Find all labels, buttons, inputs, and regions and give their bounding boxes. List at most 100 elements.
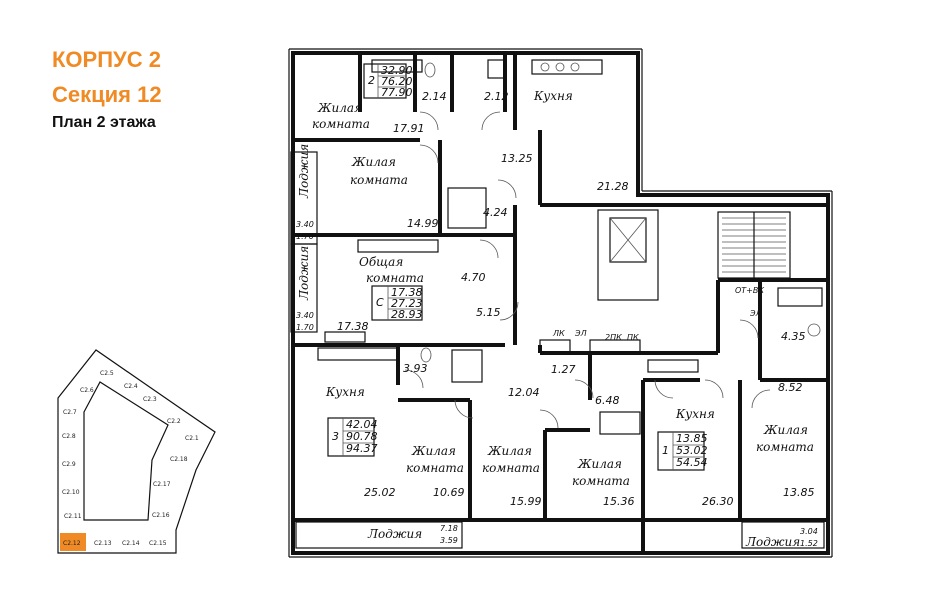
apt-4-loggia: 54.54 [676, 456, 708, 469]
key-sec-18: C2.15 [149, 540, 167, 547]
core [597, 209, 791, 301]
area-515: 5.15 [476, 306, 501, 319]
key-sec-2: C2.6 [80, 387, 94, 394]
apartment-box-1: 2 32.90 76.20 77.90 [363, 63, 413, 99]
lk-label: ЛК [552, 329, 565, 338]
key-sec-9: C2.9 [62, 461, 76, 468]
living-label-1: Жилая [317, 101, 362, 115]
apt-2-living: 17.38 [391, 286, 423, 299]
living-label-3: Жилая [411, 444, 456, 458]
interior-walls [293, 53, 828, 553]
area-435: 4.35 [781, 330, 806, 343]
apt-3-total: 90.78 [346, 430, 378, 443]
area-852: 8.52 [778, 381, 803, 394]
room-label-7: комната [756, 440, 814, 454]
building-title: КОРПУС 2 [52, 47, 161, 72]
living-label-6: Жилая [763, 423, 808, 437]
el-label: ЭЛ [574, 329, 587, 338]
living-label-5: Жилая [577, 457, 622, 471]
room-labels: Жилая комната Жилая комната Кухня Общая … [297, 89, 814, 549]
fixtures [317, 59, 823, 435]
area-1499: 14.99 [407, 217, 439, 230]
lk2-label: 2ПК [605, 333, 622, 342]
apt-1-rooms: 2 [368, 74, 375, 87]
area-424: 4.24 [483, 206, 508, 219]
apt-3-living: 42.04 [346, 418, 378, 431]
key-sec-17: C2.14 [122, 540, 140, 547]
area-470: 4.70 [461, 271, 486, 284]
loggia-areas: 3.40 1.70 3.40 1.70 7.18 3.59 3.04 1.52 [296, 220, 818, 548]
loggia-1-full: 3.40 [296, 220, 314, 229]
area-212: 2.12 [484, 90, 509, 103]
area-1385: 13.85 [783, 486, 815, 499]
section-title: Секция 12 [52, 82, 162, 107]
loggia-4-full: 3.04 [800, 527, 818, 536]
area-2502: 25.02 [364, 486, 396, 499]
loggia-label-1: Лоджия [297, 144, 311, 199]
apartment-box-4: 1 13.85 53.02 54.54 [657, 431, 708, 471]
key-plan: C2.5 C2.6 C2.4 C2.3 C2.7 C2.2 C2.8 C2.1 … [57, 349, 216, 554]
apt-3-rooms: 3 [332, 430, 339, 443]
living-label-2: Жилая [351, 155, 396, 169]
key-sec-11: C2.17 [153, 481, 171, 488]
key-sec-13: C2.16 [152, 512, 170, 519]
key-sec-7: C2.8 [62, 433, 76, 440]
apt-1-living: 32.90 [381, 64, 413, 77]
apt-2-rooms: С [376, 296, 384, 309]
room-label-4: комната [406, 461, 464, 475]
area-648: 6.48 [595, 394, 620, 407]
area-127: 1.27 [551, 363, 576, 376]
apartment-box-2: С 17.38 27.23 28.93 [371, 285, 423, 321]
apt-4-total: 53.02 [676, 444, 708, 457]
kitchen-label-2: Кухня [325, 385, 365, 399]
key-sec-6: C2.2 [167, 418, 181, 425]
floor-title: План 2 этажа [52, 114, 156, 131]
key-sec-4: C2.3 [143, 396, 157, 403]
outer-walls [288, 48, 833, 558]
loggia-label-2: Лоджия [297, 246, 311, 301]
loggia-2-reduced: 1.70 [296, 323, 314, 332]
loggias [290, 151, 825, 549]
apt-4-rooms: 1 [662, 444, 669, 457]
key-sec-16: C2.13 [94, 540, 112, 547]
room-label-5: комната [482, 461, 540, 475]
apt-4-living: 13.85 [676, 432, 708, 445]
apartment-box-3: 3 42.04 90.78 94.37 [327, 417, 378, 457]
key-sec-15: C2.12 [63, 540, 81, 547]
area-1738: 17.38 [337, 320, 369, 333]
key-sec-12: C2.10 [62, 489, 80, 496]
loggia-3-full: 7.18 [440, 524, 458, 533]
apt-1-total: 76.20 [381, 75, 413, 88]
area-1599: 15.99 [510, 495, 542, 508]
area-1204: 12.04 [508, 386, 540, 399]
pk-label: ПК [627, 333, 639, 342]
key-sec-5: C2.7 [63, 409, 77, 416]
area-1069: 10.69 [433, 486, 465, 499]
loggia-3-reduced: 3.59 [440, 536, 458, 545]
area-1325: 13.25 [501, 152, 533, 165]
area-1791: 17.91 [393, 122, 425, 135]
loggia-2-full: 3.40 [296, 311, 314, 320]
kitchen-label-3: Кухня [675, 407, 715, 421]
area-214: 2.14 [422, 90, 447, 103]
room-label-3: комната [366, 271, 424, 285]
apt-2-total: 27.23 [391, 297, 423, 310]
area-2630: 26.30 [702, 495, 734, 508]
loggia-label-3: Лоджия [367, 527, 422, 541]
key-sec-3: C2.4 [124, 383, 138, 390]
apt-3-loggia: 94.37 [346, 442, 378, 455]
apt-2-loggia: 28.93 [391, 308, 423, 321]
key-sec-14: C2.11 [64, 513, 82, 520]
door-arcs [404, 111, 771, 429]
key-plan-highlight [60, 533, 86, 551]
area-2128: 21.28 [597, 180, 629, 193]
loggia-label-4: Лоджия [745, 535, 800, 549]
area-values: 17.91 2.14 2.12 13.25 21.28 14.99 4.24 1… [337, 90, 815, 508]
key-sec-10: C2.18 [170, 456, 188, 463]
loggia-1-reduced: 1.70 [296, 232, 314, 241]
area-1536: 15.36 [603, 495, 635, 508]
otvk-label: ОТ+ВК [735, 286, 764, 295]
kitchen-label-1: Кухня [533, 89, 573, 103]
common-label: Общая [359, 255, 403, 269]
